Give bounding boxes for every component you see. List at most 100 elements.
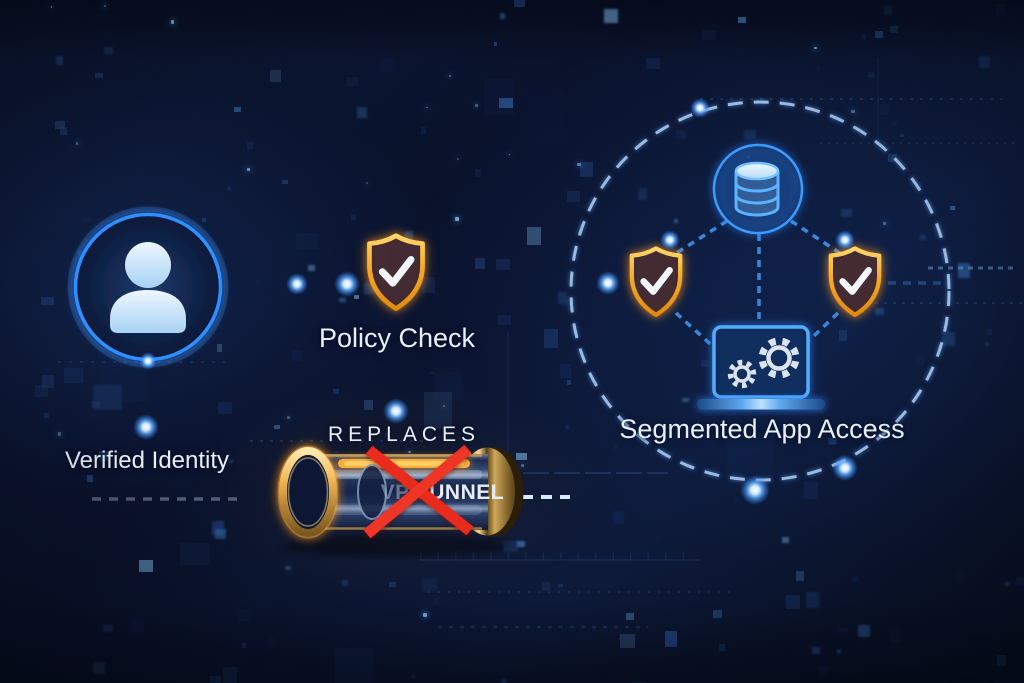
pixel-square <box>270 70 281 83</box>
pixel-dot <box>247 168 251 172</box>
pixel-square <box>682 397 690 403</box>
pixel-square <box>347 76 358 86</box>
pixel-square <box>430 371 435 375</box>
pixel-square <box>726 434 775 475</box>
pixel-square <box>643 243 652 255</box>
pixel-square <box>618 635 627 641</box>
pixel-square <box>282 180 288 184</box>
pixel-square <box>217 402 233 414</box>
pixel-dot <box>104 5 106 8</box>
pixel-square <box>543 328 559 348</box>
pixel-square <box>516 452 527 460</box>
pixel-square <box>499 13 505 20</box>
pixel-square <box>501 679 507 683</box>
pixel-square <box>804 482 819 499</box>
pixel-square <box>737 16 746 23</box>
pixel-square <box>701 29 717 41</box>
pixel-square <box>201 218 206 222</box>
pixel-square <box>434 372 464 402</box>
pixel-square <box>812 647 820 654</box>
pixel-square <box>744 130 756 139</box>
pixel-square <box>613 444 618 449</box>
pixel-square <box>238 609 250 621</box>
pixel-square <box>292 349 303 362</box>
pixel-square <box>888 153 897 162</box>
pixel-square <box>499 98 514 109</box>
pixel-square <box>229 460 234 464</box>
pixel-square <box>840 208 853 218</box>
pixel-dot <box>456 158 459 161</box>
pixel-square <box>95 73 103 78</box>
pixel-dot <box>287 416 291 420</box>
pixel-square <box>861 34 867 40</box>
pixel-square <box>979 55 991 68</box>
pixel-square <box>40 297 54 306</box>
pixel-square <box>806 592 819 608</box>
pixel-square <box>580 162 593 178</box>
pixel-dot <box>442 404 446 407</box>
pixel-square <box>875 30 883 39</box>
pixel-dot <box>448 75 452 78</box>
pixel-dot <box>851 110 855 114</box>
pixel-square <box>566 380 572 385</box>
pixel-square <box>35 385 48 398</box>
pixel-square <box>517 541 526 548</box>
pixel-square <box>139 560 153 573</box>
pixel-square <box>43 412 50 419</box>
gear-icon <box>727 337 800 389</box>
pixel-square <box>660 452 667 459</box>
pixel-square <box>613 511 624 525</box>
policy-check-label: Policy Check <box>318 323 476 353</box>
pixel-square <box>673 219 678 223</box>
pixel-square <box>54 120 65 129</box>
pixel-dot <box>508 153 511 156</box>
pixel-square <box>995 3 1005 15</box>
pixel-square <box>354 295 360 300</box>
pixel-square <box>423 391 453 429</box>
pixel-square <box>875 308 885 316</box>
pixel-square <box>916 354 924 366</box>
pixel-square <box>493 42 498 46</box>
pixel-square <box>411 675 415 678</box>
pixel-square <box>858 625 870 637</box>
pixel-square <box>246 142 254 149</box>
pixel-dot <box>423 613 428 618</box>
pixel-dot <box>408 450 411 454</box>
pixel-square <box>210 676 221 683</box>
pixel-square <box>719 644 725 652</box>
pixel-square <box>98 451 111 462</box>
pixel-square <box>284 566 292 571</box>
pixel-square <box>83 217 91 223</box>
pixel-square <box>954 570 965 583</box>
pixel-square <box>211 520 225 536</box>
pixel-square <box>851 576 859 582</box>
policy-check-shield-icon <box>369 236 422 309</box>
pixel-dot <box>577 162 581 167</box>
pixel-square <box>227 187 232 190</box>
pixel-square <box>839 330 847 341</box>
pixel-square <box>646 58 661 70</box>
database-icon <box>712 143 804 235</box>
pixel-square <box>496 258 511 270</box>
pixel-square <box>620 634 636 649</box>
pixel-square <box>222 666 238 683</box>
pixel-square <box>713 610 722 618</box>
pixel-square <box>880 103 890 116</box>
pixel-square <box>656 536 661 542</box>
pixel-square <box>603 8 619 24</box>
pixel-square <box>91 400 101 409</box>
pixel-square <box>985 341 989 347</box>
pixel-dot <box>75 142 79 145</box>
pixel-square <box>782 537 789 544</box>
pixel-square <box>333 389 340 395</box>
pixel-square <box>836 650 841 654</box>
pixel-square <box>526 227 542 245</box>
pixel-square <box>216 344 223 352</box>
glow-dots <box>133 98 858 505</box>
pixel-square <box>828 437 837 444</box>
pixel-square <box>103 47 114 55</box>
pixel-square <box>900 134 904 138</box>
pixel-square <box>267 638 276 647</box>
pixel-square <box>733 497 738 502</box>
